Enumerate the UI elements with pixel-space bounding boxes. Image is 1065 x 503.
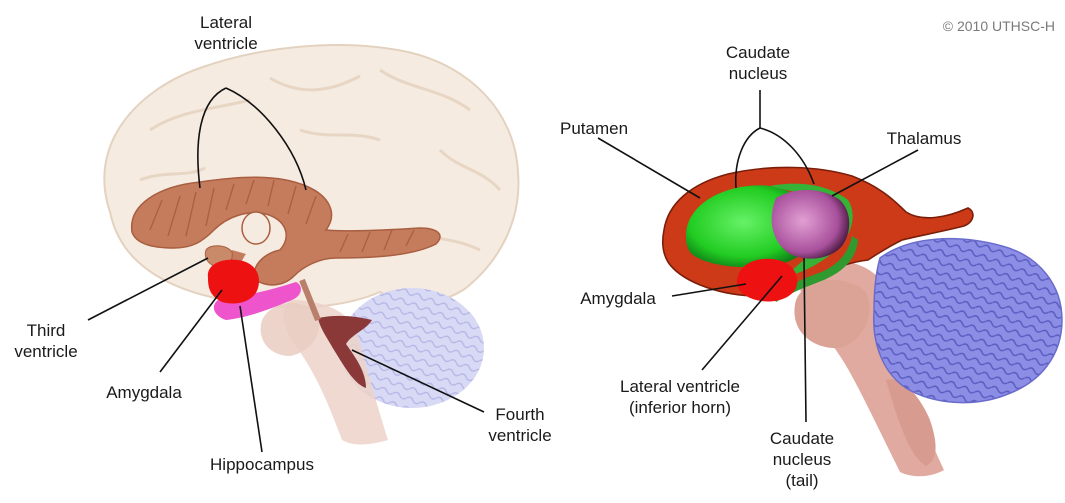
cerebellum-right xyxy=(874,239,1062,403)
ventricle-opening xyxy=(242,212,270,244)
label-hippocampus: Hippocampus xyxy=(210,454,314,475)
amygdala-shape-right xyxy=(737,259,797,302)
thalamus-shape xyxy=(772,190,850,259)
cerebrum-outline xyxy=(104,45,518,307)
copyright-notice: © 2010 UTHSC-H xyxy=(943,16,1055,37)
label-putamen: Putamen xyxy=(560,118,628,139)
amygdala-shape-left xyxy=(208,260,259,304)
label-thalamus: Thalamus xyxy=(887,128,962,149)
label-lateral-ventricle: Lateral ventricle xyxy=(194,12,257,54)
label-caudate-nucleus-tail: Caudate nucleus (tail) xyxy=(770,428,834,491)
leader-hippocampus xyxy=(240,306,262,452)
label-amygdala-left: Amygdala xyxy=(106,382,182,403)
label-amygdala-right: Amygdala xyxy=(580,288,656,309)
right-brain-illustration xyxy=(663,167,1062,476)
label-third-ventricle: Third ventricle xyxy=(14,320,77,362)
leader-putamen xyxy=(598,138,700,198)
label-lateral-ventricle-inferior-horn: Lateral ventricle (inferior horn) xyxy=(620,376,740,418)
leader-amygdala-left xyxy=(160,290,222,372)
label-caudate-nucleus: Caudate nucleus xyxy=(726,42,790,84)
label-fourth-ventricle: Fourth ventricle xyxy=(488,404,551,446)
